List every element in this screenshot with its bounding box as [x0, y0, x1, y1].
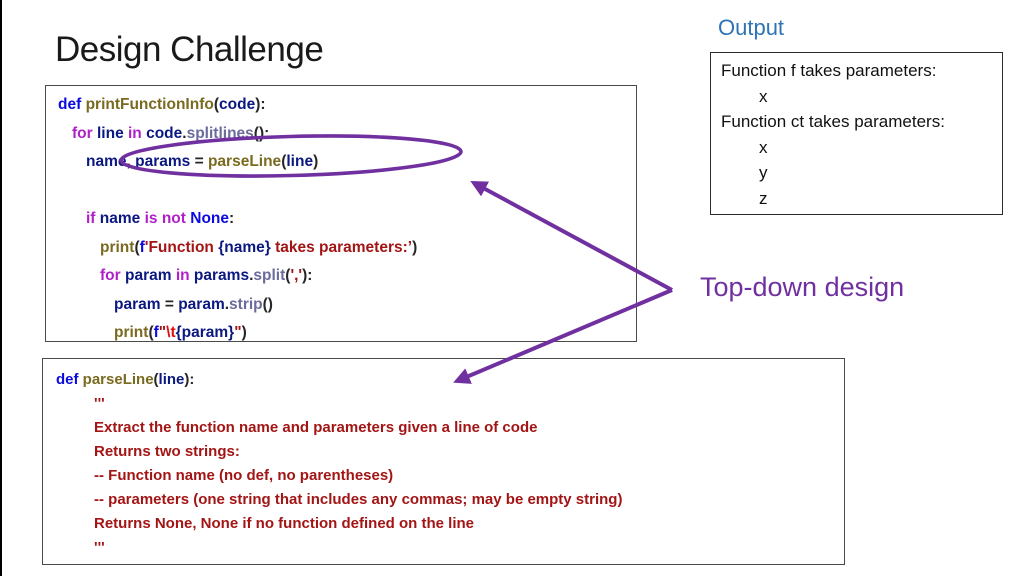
code-line: Returns two strings: [94, 443, 240, 460]
code-line: print(f"\t{param}") [114, 324, 247, 341]
code-line: def parseLine(line): [56, 371, 195, 388]
slide-title: Design Challenge [55, 30, 324, 69]
output-line: x [759, 137, 768, 157]
output-line: z [759, 188, 768, 208]
code-line: -- parameters (one string that includes … [94, 491, 623, 508]
code-line: name, params = parseLine(line) [86, 153, 319, 170]
code-line: -- Function name (no def, no parentheses… [94, 467, 394, 484]
code-line: param = param.strip() [114, 295, 273, 313]
output-line: y [759, 163, 768, 182]
topdown-design-label: Top-down design [700, 272, 905, 302]
code-line: print(f'Function {name} takes parameters… [100, 238, 418, 256]
code-line: ''' [94, 539, 105, 556]
code-line [58, 177, 636, 206]
slide-left-border [0, 0, 2, 576]
code-line: if name is not None: [86, 210, 235, 227]
code-line: Returns None, None if no function define… [94, 515, 474, 532]
output-line: Function ct takes parameters: [721, 112, 945, 131]
code-line: Extract the function name and parameters… [94, 419, 538, 436]
code-line: ''' [94, 395, 105, 412]
output-line: Function f takes parameters: [721, 61, 937, 80]
output-line: x [759, 86, 768, 106]
code-line: for line in code.splitlines(): [72, 124, 270, 142]
output-section-label: Output [718, 15, 785, 40]
code-line: for param in params.split(','): [100, 267, 313, 284]
code-line: def printFunctionInfo(code): [58, 96, 266, 113]
code-box-printfunctioninfo: def printFunctionInfo(code): for line in … [45, 85, 637, 342]
code-box-parseline: def parseLine(line): ''' Extract the funct… [42, 358, 845, 565]
